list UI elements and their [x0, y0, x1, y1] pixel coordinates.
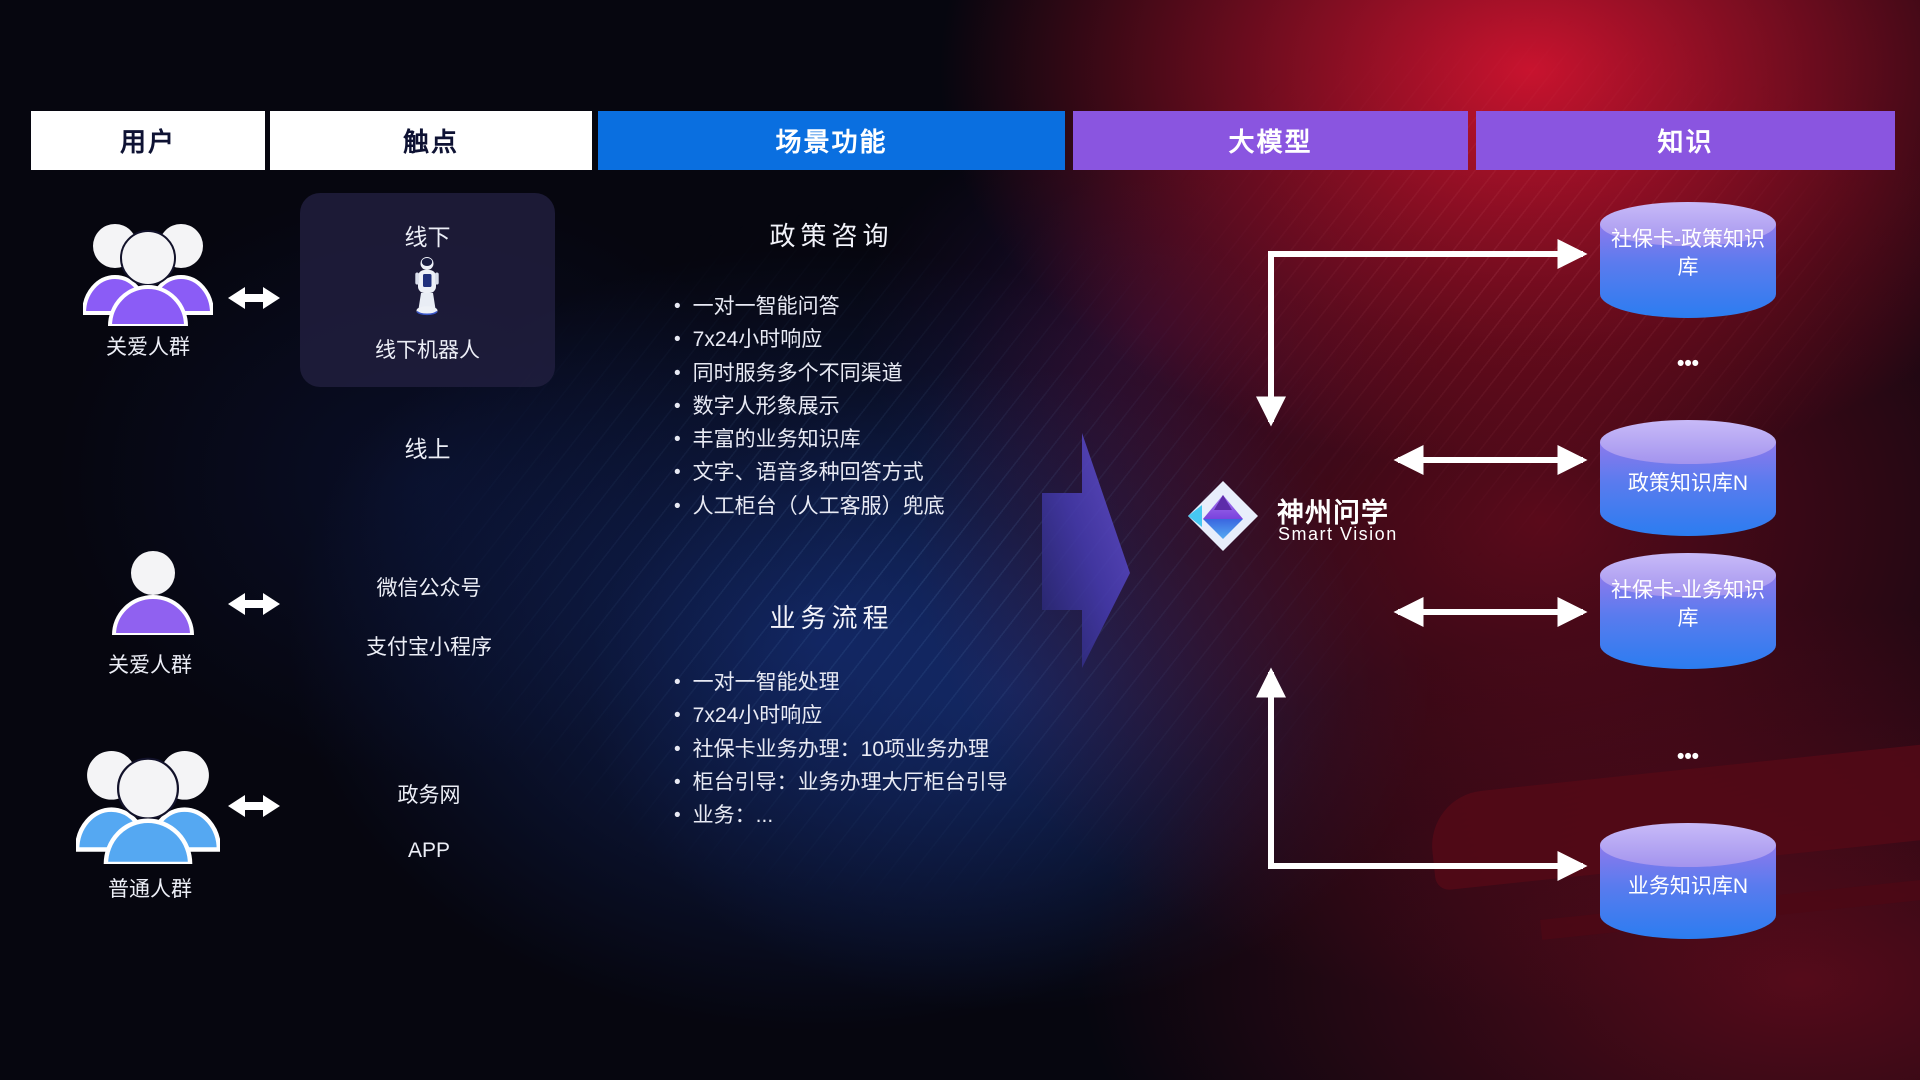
list-item: 文字、语音多种回答方式 [674, 457, 945, 490]
list-item: 柜台引导：业务办理大厅柜台引导 [674, 767, 1008, 800]
knowledge-db-business-n: 业务知识库N [1600, 823, 1776, 939]
user-group-icon-purple [83, 224, 213, 326]
user-group-icon-blue [76, 750, 220, 864]
knowledge-db-label: 政策知识库N [1627, 472, 1749, 495]
knowledge-db-policy-n: 政策知识库N [1600, 420, 1776, 536]
cylinder-top [1600, 202, 1776, 246]
knowledge-db-label: 社保卡-政策知识库 [1611, 228, 1765, 279]
header-label: 用户 [119, 127, 176, 157]
flow-arrow-right [1042, 433, 1130, 668]
channel-app: APP [407, 839, 451, 862]
cylinder-top [1600, 823, 1776, 867]
header-label: 大模型 [1228, 127, 1313, 157]
header-label: 场景功能 [775, 127, 888, 157]
list-item: 一对一智能处理 [674, 667, 1008, 700]
smart-vision-logo [1188, 481, 1258, 551]
channel-alipay: 支付宝小程序 [366, 636, 492, 659]
knowledge-db-label: 业务知识库N [1627, 875, 1749, 898]
column-header-knowledge: 知识 [1476, 111, 1895, 170]
list-item: 丰富的业务知识库 [674, 424, 945, 457]
cylinder-top [1600, 553, 1776, 597]
knowledge-db-policy-ssc: 社保卡-政策知识库 [1600, 202, 1776, 318]
business-feature-list: 一对一智能处理 7x24小时响应 社保卡业务办理：10项业务办理 柜台引导：业务… [674, 667, 1008, 833]
header-label: 知识 [1657, 127, 1714, 157]
channel-gov-web: 政务网 [397, 784, 461, 807]
list-item: 业务：... [674, 800, 1008, 833]
column-header-users: 用户 [31, 111, 265, 170]
user-label: 关爱人群 [106, 336, 190, 359]
list-item: 社保卡业务办理：10项业务办理 [674, 734, 1008, 767]
double-arrow-icon [228, 795, 280, 817]
policy-feature-list: 一对一智能问答 7x24小时响应 同时服务多个不同渠道 数字人形象展示 丰富的业… [674, 291, 945, 524]
column-header-model: 大模型 [1073, 111, 1468, 170]
offline-title: 线下 [404, 224, 451, 250]
user-label: 关爱人群 [108, 654, 192, 677]
scene-title-business: 业务流程 [769, 603, 894, 633]
list-item: 人工柜台（人工客服）兜底 [674, 491, 945, 524]
list-item: 同时服务多个不同渠道 [674, 358, 945, 391]
column-header-touchpoints: 触点 [270, 111, 592, 170]
robot-icon [415, 257, 439, 316]
offline-device-label: 线下机器人 [375, 339, 480, 362]
list-item: 7x24小时响应 [674, 324, 945, 357]
list-item: 数字人形象展示 [674, 391, 945, 424]
brand-subtitle: Smart Vision [1278, 524, 1398, 544]
scene-title-policy: 政策咨询 [769, 221, 894, 251]
user-label: 普通人群 [108, 878, 192, 901]
knowledge-db-label: 社保卡-业务知识库 [1611, 579, 1765, 630]
list-item: 7x24小时响应 [674, 700, 1008, 733]
cylinder-top [1600, 420, 1776, 464]
brand-name: 神州问学 [1277, 498, 1389, 528]
list-item: 一对一智能问答 [674, 291, 945, 324]
knowledge-db-business-ssc: 社保卡-业务知识库 [1600, 553, 1776, 669]
header-label: 触点 [402, 127, 459, 157]
ellipsis-indicator: ••• [1676, 352, 1700, 375]
user-single-icon-purple [112, 551, 194, 635]
ellipsis-indicator: ••• [1676, 745, 1700, 768]
double-arrow-icon [228, 287, 280, 309]
online-title: 线上 [404, 436, 451, 462]
channel-wechat: 微信公众号 [376, 577, 482, 600]
column-header-scenes: 场景功能 [598, 111, 1065, 170]
double-arrow-icon [228, 593, 280, 615]
